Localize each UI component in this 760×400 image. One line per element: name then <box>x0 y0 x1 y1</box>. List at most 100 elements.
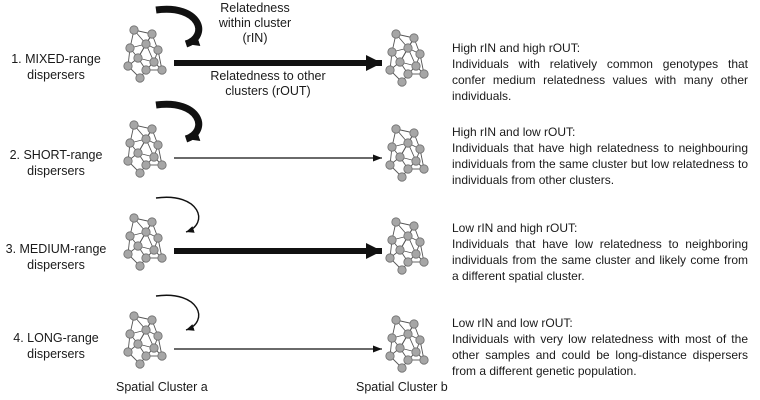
description-medium: Low rIN and high rOUT: Individuals that … <box>452 220 748 284</box>
cluster-a-short-node <box>135 168 145 178</box>
description-title: High rIN and high rOUT: <box>452 41 581 55</box>
cluster-a-medium-node <box>147 217 157 227</box>
cluster-b-mixed-node <box>415 49 425 59</box>
description-title: Low rIN and high rOUT: <box>452 221 578 235</box>
cluster-b-long-node <box>403 329 413 339</box>
cluster-a-short-node <box>133 148 143 158</box>
cluster-a-long-node <box>133 339 143 349</box>
cluster-a-mixed-node <box>133 53 143 63</box>
within-cluster-arrow-mixed <box>155 5 203 48</box>
annotation-line: Relatedness <box>220 1 290 15</box>
cluster-a-mixed-node <box>129 25 139 35</box>
cluster-a-mixed-node <box>153 45 163 55</box>
cluster-a-mixed-node <box>141 65 151 75</box>
cluster-a-medium-node <box>123 249 133 259</box>
cluster-b-mixed-node <box>391 29 401 39</box>
cluster-a-long-node <box>135 359 145 369</box>
cluster-b-short-node <box>395 152 405 162</box>
cluster-b-medium-node <box>411 249 421 259</box>
cluster-a-short-node <box>149 152 159 162</box>
description-title: Low rIN and low rOUT: <box>452 316 573 330</box>
cluster-b-mixed-node <box>403 69 413 79</box>
cluster-b-mixed-node <box>419 69 429 79</box>
cluster-a-mixed-node <box>123 61 133 71</box>
row-label-line: dispersers <box>27 164 85 178</box>
cluster-b-short-node <box>419 164 429 174</box>
annotation-line: (rIN) <box>242 31 268 45</box>
cluster-a-medium-node <box>153 233 163 243</box>
cluster-b-mixed-node <box>395 57 405 67</box>
cluster-a-long-node <box>141 325 151 335</box>
cluster-a-mixed-node <box>149 57 159 67</box>
cluster-b-medium-node <box>419 257 429 267</box>
cluster-b-medium-node <box>403 257 413 267</box>
annotation-within-cluster: Relatedness within cluster (rIN) <box>200 1 310 46</box>
description-mixed: High rIN and high rOUT: Individuals with… <box>452 40 748 104</box>
description-body: Individuals with very low relatedness wi… <box>452 332 748 378</box>
row-label-short: 2. SHORT-range dispersers <box>0 147 112 179</box>
row-label-mixed: 1. MIXED-range dispersers <box>0 51 112 83</box>
cluster-a-long-node <box>147 315 157 325</box>
cluster-a-medium-node <box>141 227 151 237</box>
cluster-a-short-node <box>125 138 135 148</box>
cluster-b-short-node <box>409 128 419 138</box>
cluster-b-mixed-node <box>409 33 419 43</box>
description-body: Individuals with relatively common genot… <box>452 57 748 103</box>
description-long: Low rIN and low rOUT: Individuals with v… <box>452 315 748 379</box>
cluster-b-mixed-node <box>387 47 397 57</box>
cluster-b-long-node <box>415 335 425 345</box>
row-label-medium: 3. MEDIUM-range dispersers <box>0 241 112 273</box>
cluster-a-mixed-node <box>147 29 157 39</box>
row-label-line: dispersers <box>27 347 85 361</box>
cluster-b-long-node <box>385 351 395 361</box>
annotation-line: Relatedness to other <box>210 69 326 83</box>
row-label-line: 1. MIXED-range <box>11 52 101 66</box>
cluster-b-medium-node <box>395 245 405 255</box>
cluster-b-long-node <box>409 319 419 329</box>
description-body: Individuals that have low relatedness to… <box>452 237 748 283</box>
cluster-b-mixed-node <box>397 77 407 87</box>
cluster-a-short-node <box>147 124 157 134</box>
cluster-a-short-node <box>141 134 151 144</box>
cluster-b-medium-node <box>391 217 401 227</box>
cluster-b-medium-node <box>415 237 425 247</box>
within-cluster-arrow-long <box>155 294 200 331</box>
cluster-a-short-node <box>141 160 151 170</box>
cluster-b-label: Spatial Cluster b <box>356 380 448 394</box>
cluster-a-short-node <box>123 156 133 166</box>
cluster-a-medium-node <box>133 241 143 251</box>
cluster-a-mixed-node <box>125 43 135 53</box>
cluster-a-long-node <box>129 311 139 321</box>
row-label-long: 4. LONG-range dispersers <box>0 330 112 362</box>
description-body: Individuals that have high relatedness t… <box>452 141 748 187</box>
cluster-b-mixed-node <box>403 43 413 53</box>
cluster-b-long-node <box>391 315 401 325</box>
cluster-b-mixed-node <box>385 65 395 75</box>
cluster-b-long-node <box>397 363 407 373</box>
row-label-line: 3. MEDIUM-range <box>5 242 107 256</box>
cluster-a-short-node <box>153 140 163 150</box>
cluster-a-mixed-node <box>141 39 151 49</box>
cluster-a-mixed-node <box>157 65 167 75</box>
annotation-line: within cluster <box>218 16 292 30</box>
cluster-b-mixed-node <box>411 61 421 71</box>
cluster-a-long-node <box>141 351 151 361</box>
cluster-b-long-node <box>395 343 405 353</box>
cluster-a-mixed-node <box>135 73 145 83</box>
cluster-a-long-node <box>125 329 135 339</box>
cluster-a-long-node <box>123 347 133 357</box>
description-title: High rIN and low rOUT: <box>452 125 576 139</box>
description-short: High rIN and low rOUT: Individuals that … <box>452 124 748 188</box>
cluster-b-medium-node <box>403 231 413 241</box>
cluster-a-medium-node <box>135 261 145 271</box>
cluster-a-label: Spatial Cluster a <box>116 380 208 394</box>
cluster-a-medium-node <box>141 253 151 263</box>
cluster-a-medium-node <box>157 253 167 263</box>
cluster-b-short-node <box>397 172 407 182</box>
cluster-b-short-node <box>415 144 425 154</box>
cluster-b-short-node <box>403 138 413 148</box>
cluster-a-short-node <box>129 120 139 130</box>
cluster-b-short-node <box>411 156 421 166</box>
cluster-b-short-node <box>403 164 413 174</box>
